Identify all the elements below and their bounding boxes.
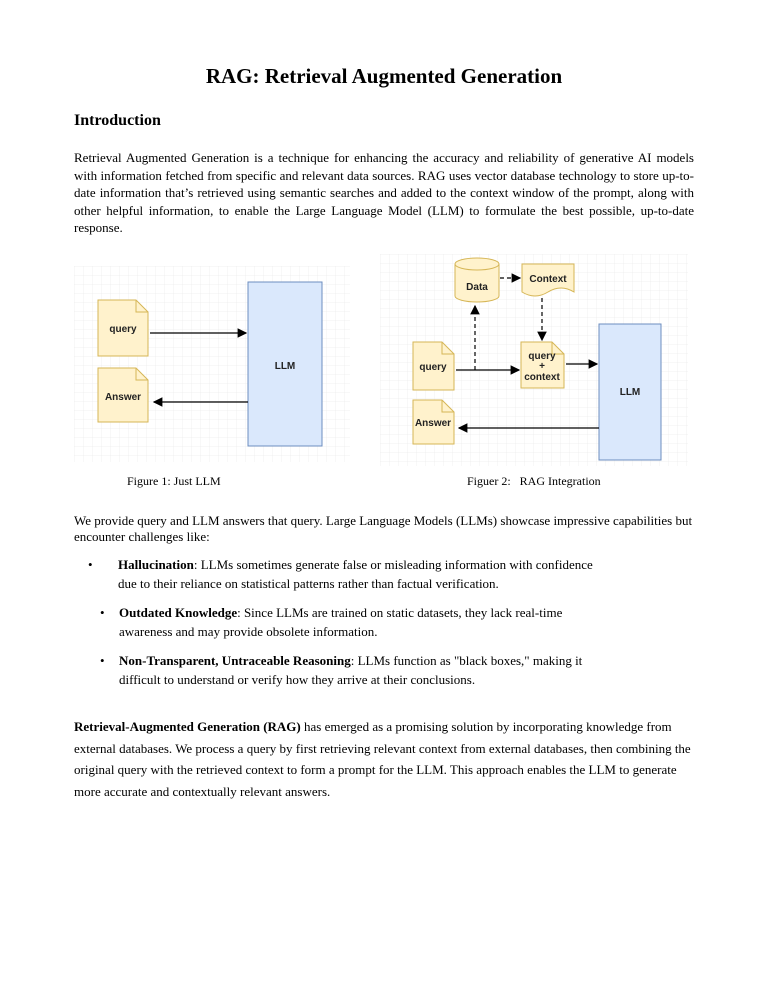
- intro-paragraph: Retrieval Augmented Generation is a tech…: [74, 150, 694, 236]
- rag-term: Retrieval-Augmented Generation: [74, 719, 260, 734]
- context-document-shape: [521, 263, 575, 297]
- bullet-desc-line2: awareness and may provide obsolete infor…: [119, 624, 378, 639]
- bullet-marker: •: [100, 605, 105, 620]
- figure1-caption: Figure 1: Just LLM: [127, 474, 221, 488]
- rag-paragraph-text: has emerged as a promising solution by i…: [74, 719, 691, 799]
- combo-line-plus: +: [539, 361, 545, 372]
- answer-document-shape: [97, 367, 149, 423]
- bullet-term: Outdated Knowledge: [119, 605, 238, 620]
- rag-abbreviation: (RAG): [263, 719, 301, 734]
- combo-line-query: query: [528, 351, 556, 362]
- query-label: query: [109, 324, 137, 335]
- combo-line-context: context: [524, 372, 560, 383]
- figure-rag-integration: Data Context query query + context LLM: [380, 254, 688, 466]
- data-database-cylinder: [454, 257, 500, 303]
- answer-document-shape: [412, 399, 455, 445]
- data-label: Data: [466, 282, 488, 293]
- query-context-document-shape: [520, 341, 565, 389]
- answer-label: Answer: [105, 392, 141, 403]
- llm-label: LLM: [620, 387, 641, 398]
- figure-just-llm: query Answer LLM: [74, 266, 350, 462]
- bullet-marker: •: [88, 557, 93, 572]
- llm-box: [598, 323, 662, 461]
- bullet-marker: •: [100, 653, 105, 668]
- answer-label: Answer: [415, 418, 451, 429]
- bullet-term: Hallucination: [118, 557, 194, 572]
- llm-box: [247, 281, 323, 447]
- query-label: query: [419, 362, 447, 373]
- context-label: Context: [529, 274, 567, 285]
- rag-paragraph: Retrieval-Augmented Generation (RAG) has…: [74, 716, 694, 802]
- bullet-desc-line1: : LLMs sometimes generate false or misle…: [193, 557, 593, 572]
- bullet-term: Non-Transparent, Untraceable Reasoning: [119, 653, 351, 668]
- bullet-desc-line1: : Since LLMs are trained on static datas…: [237, 605, 563, 620]
- page-title: RAG: Retrieval Augmented Generation: [205, 64, 563, 88]
- bullet-desc-line1: : LLMs function as "black boxes," making…: [350, 653, 583, 668]
- intro-heading: Introduction: [74, 112, 161, 129]
- bullet-desc-line2: difficult to understand or verify how th…: [119, 672, 476, 687]
- problems-intro: We provide query and LLM answers that qu…: [74, 513, 693, 544]
- query-document-shape: [97, 299, 149, 357]
- query-document-shape: [412, 341, 455, 391]
- figure2-caption: Figuer 2: RAG Integration: [467, 474, 601, 488]
- llm-label: LLM: [275, 361, 296, 372]
- bullet-desc-line2: due to their reliance on statistical pat…: [118, 576, 499, 591]
